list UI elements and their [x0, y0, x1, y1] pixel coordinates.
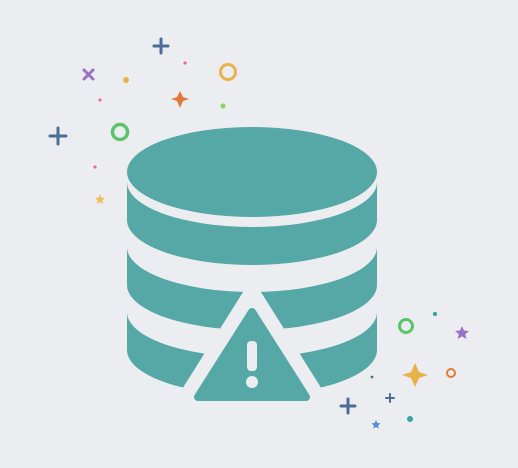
dot-icon	[183, 61, 187, 65]
ring-icon	[110, 122, 130, 142]
sparkle-icon	[402, 363, 428, 387]
dot-icon	[432, 311, 438, 317]
database-upper-tier	[127, 182, 377, 265]
database-bottom-tier	[127, 312, 377, 395]
ring-icon	[398, 318, 414, 334]
dot-icon	[98, 98, 102, 102]
dot-icon	[407, 416, 413, 422]
dot-icon	[220, 103, 226, 109]
cross-icon	[82, 68, 95, 81]
database-top	[127, 127, 377, 217]
dot-icon	[93, 165, 97, 169]
star-icon	[371, 420, 381, 429]
exclamation-icon	[246, 341, 258, 388]
plus-icon	[385, 393, 395, 403]
plus-icon	[152, 37, 170, 55]
plus-icon	[48, 126, 68, 146]
warning-icon	[174, 284, 330, 411]
ring-icon	[219, 63, 237, 81]
dot-icon	[370, 375, 374, 379]
star-icon	[455, 326, 469, 339]
plus-icon	[339, 397, 357, 415]
confetti-decoration	[48, 37, 469, 429]
dot-icon	[123, 77, 129, 83]
database-icon	[127, 127, 377, 395]
star-icon	[95, 194, 105, 204]
ring-icon	[446, 368, 456, 378]
sparkle-icon	[171, 91, 189, 108]
database-middle-tier	[127, 247, 377, 330]
